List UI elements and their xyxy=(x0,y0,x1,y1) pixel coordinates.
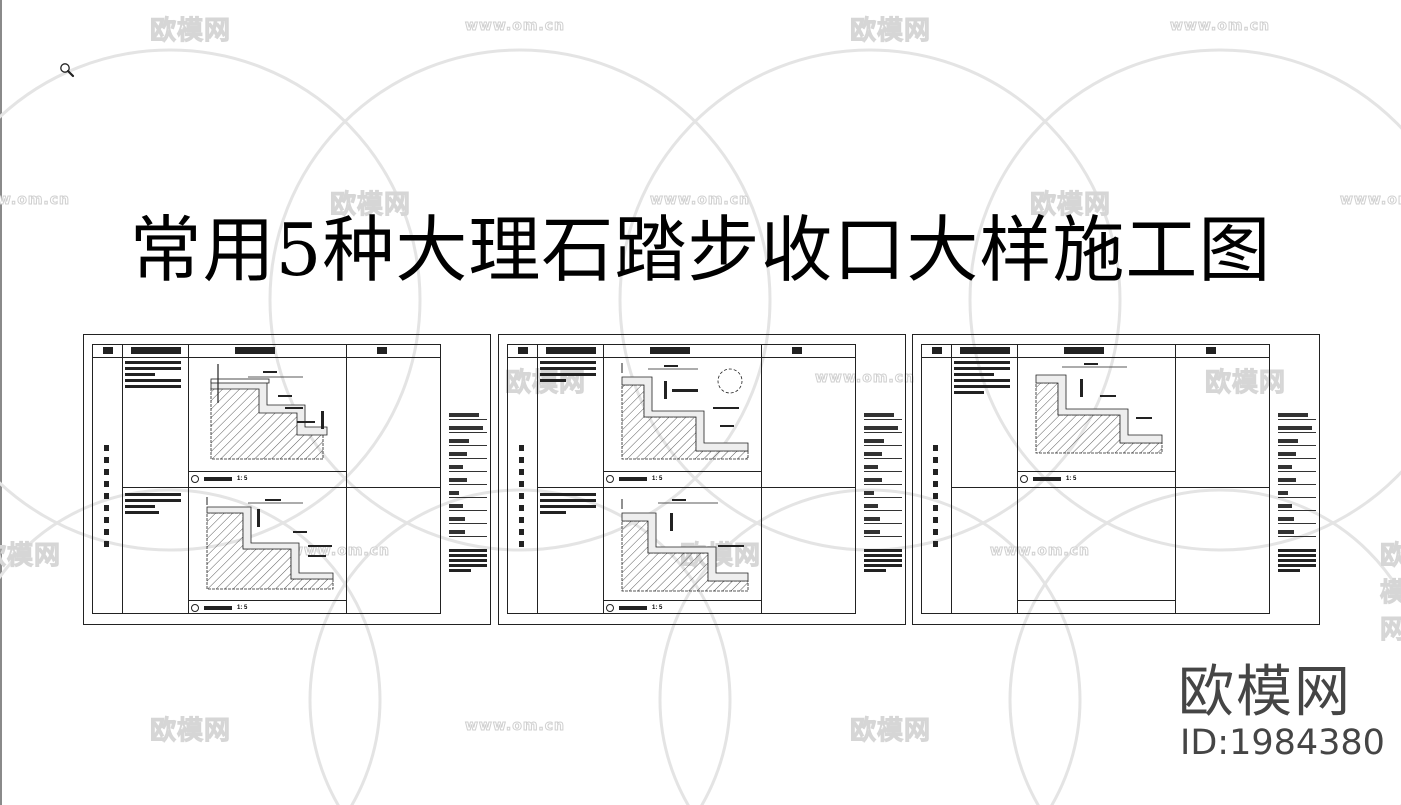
detail-number-circle xyxy=(191,604,199,612)
watermark-logo: 欧模网 xyxy=(0,541,62,572)
usage-notes xyxy=(125,493,183,514)
brand-id: ID:1984380 xyxy=(1180,723,1385,763)
step-detail-drawing xyxy=(621,363,749,460)
detail-table: 1: 5 1: 5 xyxy=(507,344,856,614)
watermark-url: www.om.cn xyxy=(1169,18,1271,35)
watermark-logo: 欧模网 xyxy=(1379,541,1401,646)
step-detail-drawing xyxy=(1035,363,1163,454)
vertical-name-label xyxy=(519,445,524,547)
drawing-sheet-2: 1: 5 1: 5 xyxy=(498,334,906,625)
step-detail-drawing xyxy=(206,497,334,590)
step-detail-drawing xyxy=(210,364,328,460)
drawing-sheet-1: 1: 5 1: 5 xyxy=(83,334,491,625)
detail-table: 1: 5 xyxy=(921,344,1270,614)
usage-notes xyxy=(125,361,183,388)
table-header xyxy=(93,345,440,358)
detail-caption: 1: 5 xyxy=(606,604,662,612)
detail-table: 1: 5 1: 5 xyxy=(92,344,441,614)
header-cell-usage xyxy=(131,347,181,354)
detail-caption: 1: 5 xyxy=(191,475,247,483)
vertical-name-label xyxy=(933,445,938,547)
title-block xyxy=(449,413,487,572)
title-block xyxy=(1278,413,1316,572)
detail-number-circle xyxy=(191,475,199,483)
header-cell-notes xyxy=(377,347,387,354)
watermark-url: www.om.cn xyxy=(464,18,566,35)
magnifier-icon[interactable] xyxy=(59,62,75,78)
detail-caption: 1: 5 xyxy=(1020,475,1076,483)
left-window-border xyxy=(0,0,2,805)
drawing-sheet-3: 1: 5 xyxy=(912,334,1320,625)
watermark-logo: 欧模网 xyxy=(149,716,232,747)
usage-notes xyxy=(954,361,1012,394)
vertical-name-label xyxy=(104,445,109,547)
watermark-logo: 欧模网 xyxy=(849,716,932,747)
table-header xyxy=(508,345,855,358)
table-header xyxy=(922,345,1269,358)
step-detail-drawing xyxy=(621,499,749,592)
watermark-logo: 欧模网 xyxy=(849,16,932,47)
detail-caption: 1: 5 xyxy=(606,475,662,483)
brand-name: 欧模网 xyxy=(1178,660,1352,725)
watermark-logo: 欧模网 xyxy=(149,16,232,47)
usage-notes xyxy=(540,493,598,514)
detail-caption: 1: 5 xyxy=(191,604,247,612)
title-block xyxy=(864,413,902,572)
header-cell-materials xyxy=(235,347,275,354)
watermark-url: www.om.cn xyxy=(464,718,566,735)
header-cell-name xyxy=(103,347,113,354)
page-title: 常用5种大理石踏步收口大样施工图 xyxy=(129,208,1272,292)
usage-notes xyxy=(540,361,598,382)
